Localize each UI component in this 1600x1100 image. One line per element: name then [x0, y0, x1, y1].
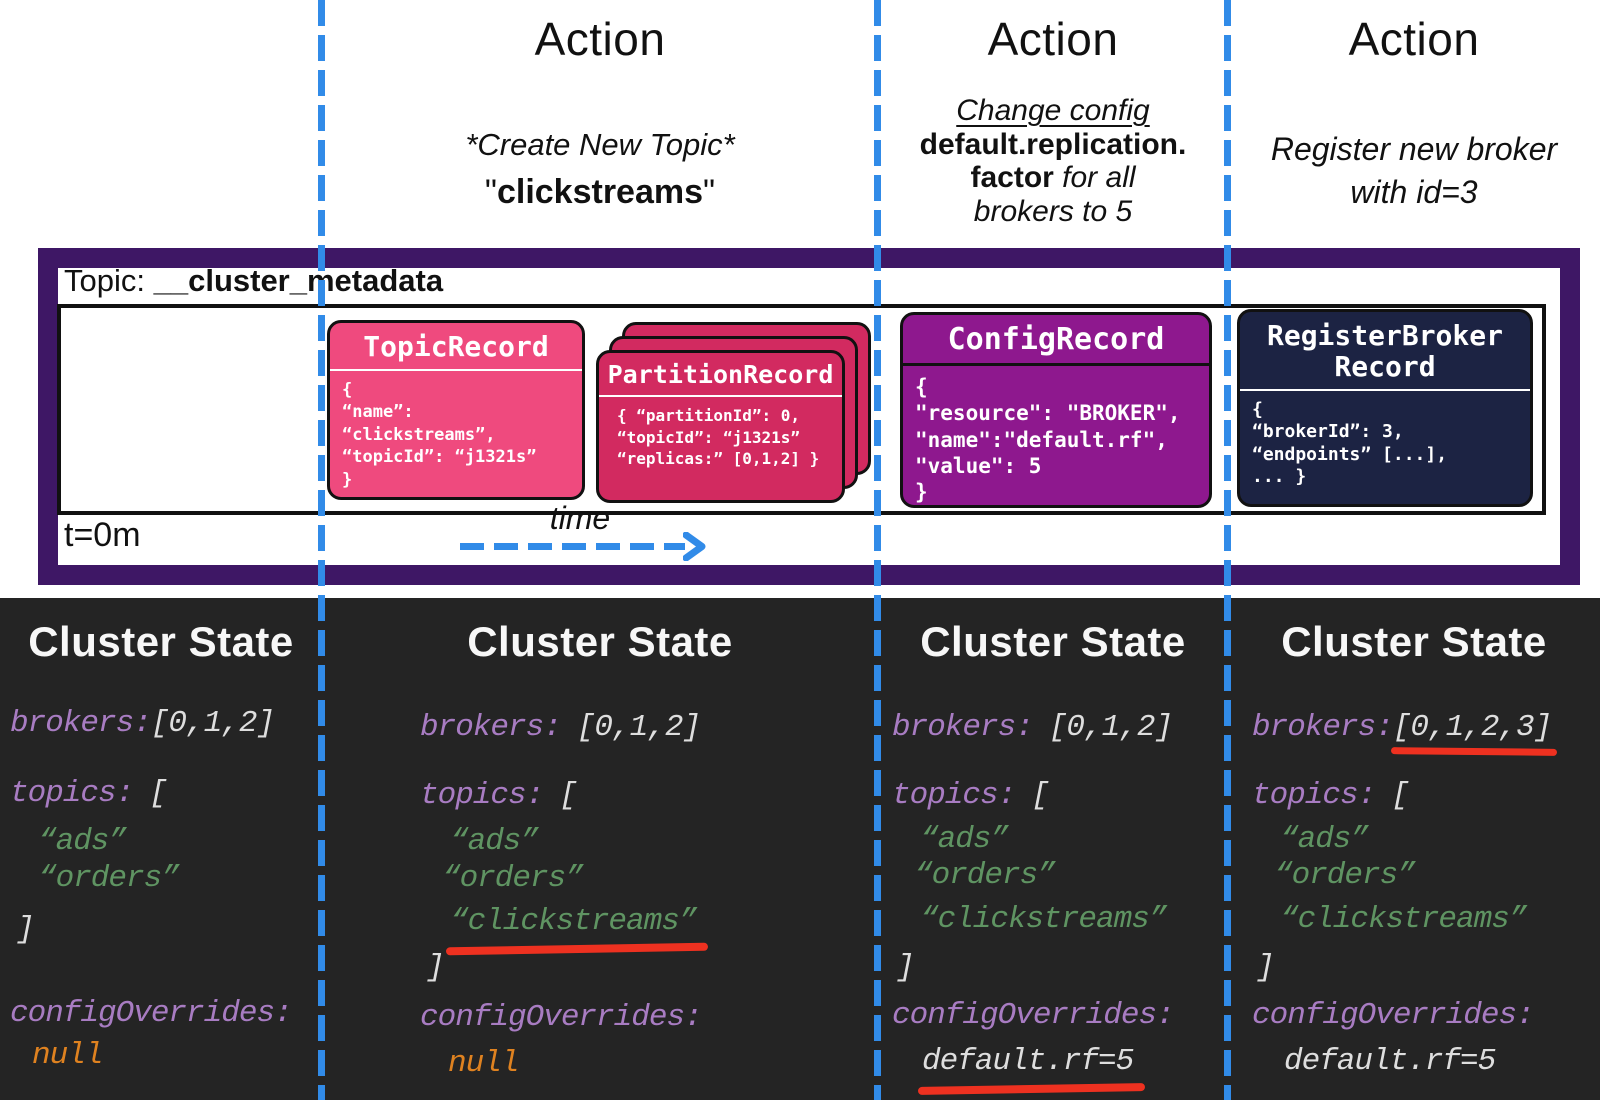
- topics-line: topics:[: [892, 778, 1050, 813]
- action-heading: Action: [987, 13, 1119, 65]
- cluster-state-heading: Cluster State: [920, 618, 1186, 665]
- action-create-topic-text: *Create New Topic* "clickstreams": [322, 126, 878, 213]
- topic-label: Topic: __cluster_metadata: [64, 263, 444, 298]
- record-body: { "resource": "BROKER", "name":"default.…: [915, 375, 1181, 504]
- config-overrides-key: configOverrides:: [10, 996, 293, 1031]
- action-line: factor for all: [970, 161, 1136, 195]
- topic-name: __cluster_metadata: [153, 263, 444, 298]
- topic-item: “ads”: [38, 824, 127, 859]
- cluster-state-heading: Cluster State: [1281, 618, 1547, 665]
- cluster-state-panel-1: Cluster State brokers:[0,1,2] topics:[ “…: [0, 598, 322, 1100]
- brokers-line: brokers:[0,1,2]: [10, 706, 275, 741]
- record-title: ConfigRecord: [903, 315, 1209, 366]
- time-axis-label: time: [549, 500, 611, 536]
- topic-item: “orders”: [38, 861, 180, 896]
- topics-close: ]: [16, 912, 35, 947]
- record-title: RegisterBroker Record: [1240, 312, 1530, 391]
- topic-item: “clickstreams”: [1280, 902, 1527, 937]
- topic-item: “ads”: [1280, 822, 1369, 857]
- timeline-divider-3: [1224, 0, 1231, 1100]
- action-register-broker-text: Register new broker with id=3: [1228, 128, 1600, 214]
- cluster-state-panel-3: Cluster State brokers:[0,1,2] topics:[ “…: [878, 598, 1228, 1100]
- cluster-state-heading: Cluster State: [28, 618, 294, 665]
- time-arrow-head-icon: [682, 531, 707, 566]
- cluster-state-panel-4: Cluster State brokers:[0,1,2,3] topics:[…: [1228, 598, 1600, 1100]
- brokers-line-highlighted: brokers:[0,1,2,3]: [1252, 710, 1552, 745]
- action-column-register-broker: Action Register new broker with id=3: [1228, 0, 1600, 214]
- topic-item: “ads”: [920, 822, 1009, 857]
- register-broker-record-card: RegisterBroker Record { “brokerId”: 3, “…: [1237, 309, 1533, 507]
- action-column-change-config: Action Change config default.replication…: [878, 0, 1228, 228]
- topic-item: “orders”: [1274, 858, 1416, 893]
- config-overrides-value: null: [32, 1038, 103, 1073]
- action-column-create-topic: Action *Create New Topic* "clickstreams": [322, 0, 878, 213]
- timeline-divider-1: [318, 0, 325, 1100]
- brokers-line: brokers:[0,1,2]: [892, 710, 1173, 745]
- action-line: with id=3: [1350, 174, 1478, 211]
- cluster-state-panel-2: Cluster State brokers:[0,1,2] topics:[ “…: [322, 598, 878, 1100]
- action-heading: Action: [534, 13, 666, 65]
- action-topic-name: "clickstreams": [484, 172, 716, 211]
- brokers-line: brokers:[0,1,2]: [420, 710, 701, 745]
- topics-close: ]: [896, 950, 915, 985]
- config-overrides-value: null: [448, 1046, 519, 1081]
- topics-close: ]: [1256, 950, 1275, 985]
- action-change-config-text: Change config default.replication. facto…: [878, 94, 1228, 228]
- config-overrides-key: configOverrides:: [420, 1000, 703, 1035]
- config-overrides-value-highlighted: default.rf=5: [922, 1044, 1134, 1079]
- topic-item: “clickstreams”: [920, 902, 1167, 937]
- record-body: { “name”: “clickstreams”, “topicId”: “j1…: [342, 380, 537, 490]
- action-heading: Action: [1348, 13, 1480, 65]
- record-body: { “brokerId”: 3, “endpoints” [...], ... …: [1252, 398, 1448, 488]
- record-title: PartitionRecord: [599, 353, 842, 397]
- topic-item: “ads”: [450, 824, 539, 859]
- topics-line: topics:[: [420, 778, 578, 813]
- topic-item: “orders”: [914, 858, 1056, 893]
- action-line: Change config: [956, 94, 1150, 127]
- time-arrow-line: [460, 543, 685, 550]
- topic-record-card: TopicRecord { “name”: “clickstreams”, “t…: [327, 320, 585, 500]
- config-record-card: ConfigRecord { "resource": "BROKER", "na…: [900, 312, 1212, 508]
- topics-line: topics:[: [1252, 778, 1410, 813]
- record-title: TopicRecord: [330, 323, 582, 371]
- config-overrides-key: configOverrides:: [892, 998, 1175, 1033]
- topics-line: topics:[: [10, 776, 168, 811]
- config-overrides-key: configOverrides:: [1252, 998, 1535, 1033]
- topic-item-highlighted: “clickstreams”: [450, 904, 697, 939]
- cluster-state-band: [0, 598, 1600, 1100]
- config-overrides-value: default.rf=5: [1284, 1044, 1496, 1079]
- action-line: brokers to 5: [973, 194, 1133, 228]
- topics-close: ]: [426, 950, 445, 985]
- cluster-state-heading: Cluster State: [467, 618, 733, 665]
- partition-record-card: PartitionRecord { “partitionId”: 0, “top…: [596, 350, 845, 503]
- action-line: *Create New Topic*: [465, 127, 735, 162]
- record-body: { “partitionId”: 0, “topicId”: “j1321s” …: [617, 406, 820, 469]
- action-line: Register new broker: [1270, 131, 1558, 167]
- action-line: default.replication.: [919, 127, 1187, 161]
- timeline-divider-2: [874, 0, 881, 1100]
- topic-item: “orders”: [442, 861, 584, 896]
- time-origin-label: t=0m: [64, 516, 141, 554]
